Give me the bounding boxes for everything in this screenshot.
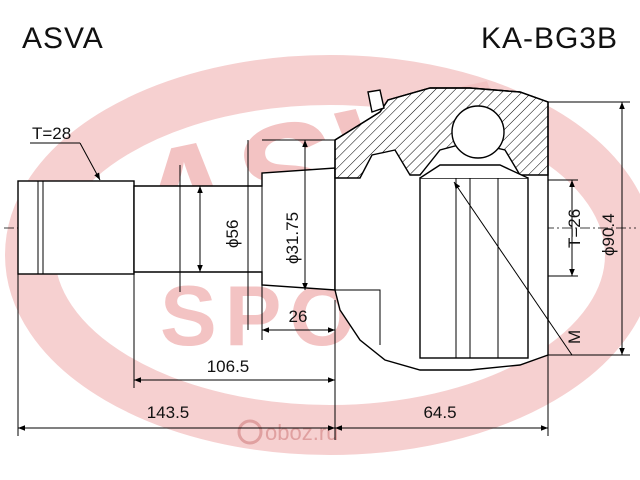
part-number: KA-BG3B: [481, 22, 618, 55]
dim-shoulder-length: 26: [289, 307, 308, 326]
shaft: [17, 167, 336, 291]
watermark-site: oboz.ru: [237, 419, 338, 445]
dim-inner-teeth: T=26: [565, 209, 584, 248]
dim-shaft-diameter: ϕ56: [223, 220, 242, 248]
dim-spline-length: 106.5: [207, 357, 250, 376]
dim-outer-diameter: ϕ90.4: [599, 213, 618, 256]
brand-title: ASVA: [22, 22, 104, 55]
dim-seal-diameter: ϕ31.75: [283, 212, 302, 264]
dim-thread-label: T=28: [32, 124, 71, 143]
cv-ball: [451, 105, 505, 159]
cv-housing: [334, 87, 549, 371]
spline-end: [17, 180, 135, 275]
dim-housing-length: 64.5: [423, 403, 456, 422]
inner-race: [419, 177, 529, 359]
dim-total-shaft-length: 143.5: [147, 403, 190, 422]
sensor-marker-label: M: [565, 330, 584, 344]
housing-section: [334, 87, 549, 179]
retaining-clip: [367, 89, 385, 113]
watermark-site-label: oboz.ru: [265, 420, 338, 445]
watermark-site-icon: [237, 419, 263, 445]
